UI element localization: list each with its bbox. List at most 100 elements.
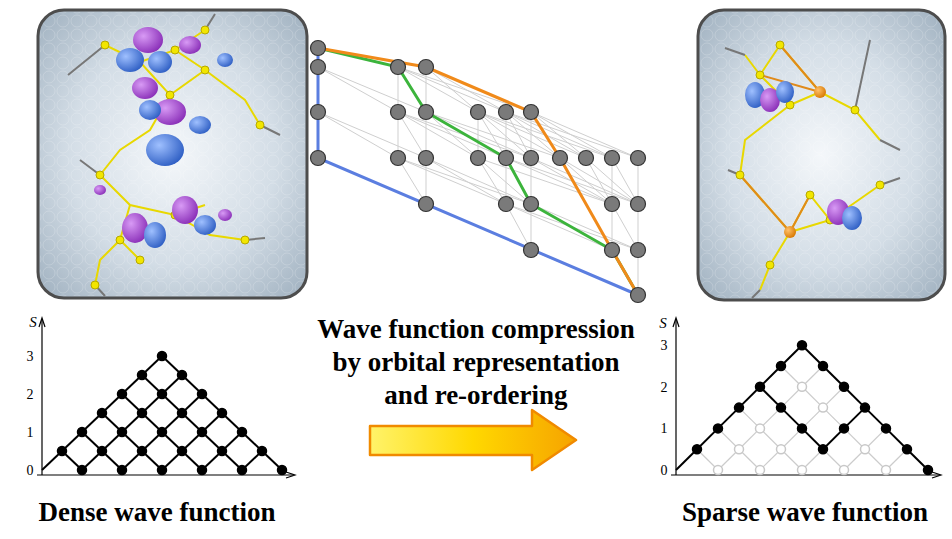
drawing-part — [179, 36, 201, 54]
spin-state-dot — [138, 371, 147, 380]
drawing-part — [166, 91, 174, 99]
drawing-part — [136, 256, 144, 264]
spin-state-dot — [798, 424, 807, 433]
axis-label: 1 — [661, 420, 668, 437]
caption-text: Sparse wave function — [682, 496, 928, 528]
lattice-dot — [524, 197, 539, 212]
drawing-part — [876, 181, 884, 189]
spin-state-dot — [819, 445, 828, 454]
spin-state-dot — [98, 447, 107, 456]
lattice-dot — [311, 41, 326, 56]
drawing-part — [756, 71, 764, 79]
drawing-part — [201, 26, 209, 34]
spin-state-dot — [198, 390, 207, 399]
lattice-dot — [311, 60, 326, 75]
spin-state-dot — [158, 390, 167, 399]
lattice-link — [506, 112, 638, 158]
lattice-link — [478, 158, 612, 204]
text-line: by orbital representation — [332, 347, 619, 377]
iron-atom — [814, 86, 826, 98]
lattice-link — [506, 204, 612, 250]
spin-state-dot — [735, 445, 744, 454]
y-axis — [675, 320, 676, 475]
spin-state-dot — [98, 409, 107, 418]
methyl-sticks — [725, 40, 900, 298]
spin-state-dot — [798, 382, 807, 391]
caption-text: Wave function compression by orbital rep… — [317, 313, 635, 412]
spin-state-dot — [218, 409, 227, 418]
lattice-link — [426, 158, 506, 204]
lattice-link — [426, 67, 478, 112]
spin-state-dot — [756, 424, 765, 433]
drawing-part — [736, 171, 744, 179]
orbital-lobes — [745, 81, 862, 230]
bond-sticks — [740, 45, 880, 290]
spin-state-dot — [819, 403, 828, 412]
lattice-link — [398, 67, 506, 112]
label-slot: 2 — [661, 378, 668, 396]
drawing-part — [760, 45, 880, 140]
label-slot: 3 — [661, 336, 668, 354]
axis-head — [673, 318, 679, 327]
spin-state-dot — [238, 466, 247, 475]
axis-label: 1 — [27, 424, 34, 441]
spin-state-dot — [840, 382, 849, 391]
drawing-part — [171, 46, 179, 54]
spin-state-dot — [714, 466, 723, 475]
lattice-dot — [499, 197, 514, 212]
drawing-part — [740, 175, 830, 232]
label-slot: Dense wave function — [39, 496, 276, 528]
spin-state-dot — [756, 466, 765, 475]
spin-state-dot — [198, 428, 207, 437]
spin-state-dot — [861, 445, 870, 454]
lattice-dot — [419, 151, 434, 166]
axis-label: 3 — [27, 348, 34, 365]
axis-label: S — [659, 314, 667, 332]
panel-texture — [700, 12, 943, 298]
lattice-dot — [605, 243, 620, 258]
spin-state-dot — [882, 466, 891, 475]
spin-state-dot — [756, 382, 765, 391]
drawing-part — [144, 222, 166, 248]
ordering-path — [318, 48, 638, 295]
spin-state-dot — [693, 445, 702, 454]
drawing-part — [175, 30, 260, 125]
drawing-part — [218, 209, 232, 221]
sulfur-atoms — [736, 41, 884, 269]
axis-head — [932, 472, 941, 478]
iron-atom — [784, 226, 796, 238]
lattice-link — [318, 112, 398, 158]
lattice-dot — [499, 105, 514, 120]
drawing-part — [148, 51, 172, 73]
drawing-part — [122, 213, 148, 243]
spin-state-dot — [138, 447, 147, 456]
axis-label: 0 — [27, 462, 34, 479]
dense-orbital-picture — [38, 10, 307, 298]
lattice-dot — [391, 105, 406, 120]
spin-state-dot — [178, 447, 187, 456]
drawing-part — [95, 240, 120, 285]
x-axis — [671, 474, 940, 475]
spin-state-dot — [777, 362, 786, 371]
lattice-dot — [311, 151, 326, 166]
spin-state-dot — [735, 403, 744, 412]
spin-state-dot — [58, 447, 67, 456]
spin-state-dot — [198, 466, 207, 475]
lattice-link — [531, 112, 612, 158]
drawing-part — [241, 236, 249, 244]
lattice-dot — [579, 151, 594, 166]
drawing-part — [851, 106, 859, 114]
lattice-link — [531, 204, 638, 250]
drawing-part — [189, 116, 211, 134]
orbital-lobes — [94, 27, 233, 248]
lattice-dot — [605, 197, 620, 212]
spin-state-dot — [840, 424, 849, 433]
label-slot: 1 — [27, 423, 34, 441]
panel-frame — [38, 10, 307, 298]
lattice-dot — [419, 60, 434, 75]
label-slot: Sparse wave function — [682, 496, 928, 528]
drawing-part — [740, 45, 820, 232]
lattice-dot — [471, 151, 486, 166]
spin-state-dot — [714, 424, 723, 433]
